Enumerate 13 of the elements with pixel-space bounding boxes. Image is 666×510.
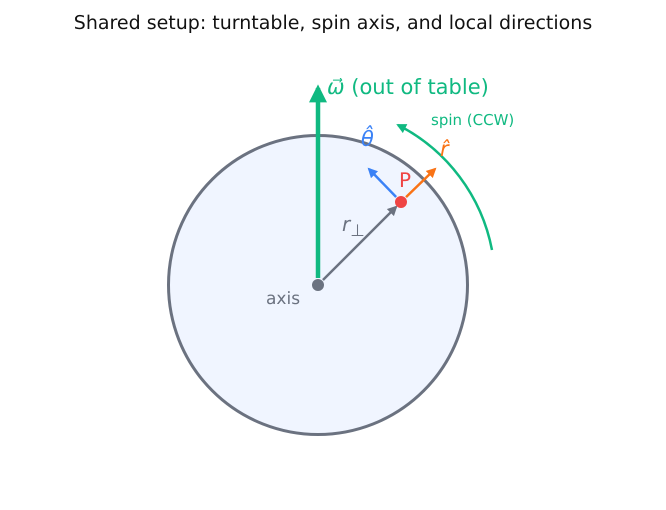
direction-label: spin (CCW) <box>431 113 514 128</box>
diagram-title: Shared setup: turntable, spin axis, and local directions <box>72 14 594 33</box>
axis-dot <box>312 279 324 291</box>
point-label: P <box>399 170 412 190</box>
point-dot <box>395 196 407 208</box>
axis-label: axis <box>266 291 300 308</box>
radius-arrow <box>322 206 398 281</box>
edge-label: r̂ <box>440 139 449 160</box>
arrow <box>368 168 398 198</box>
angular-velocity-arrow <box>309 84 327 278</box>
arrow <box>405 168 436 198</box>
edge-label: r$_{⊥}$ <box>342 214 365 240</box>
edge-label: ω⃗ (out of table) <box>327 77 489 98</box>
